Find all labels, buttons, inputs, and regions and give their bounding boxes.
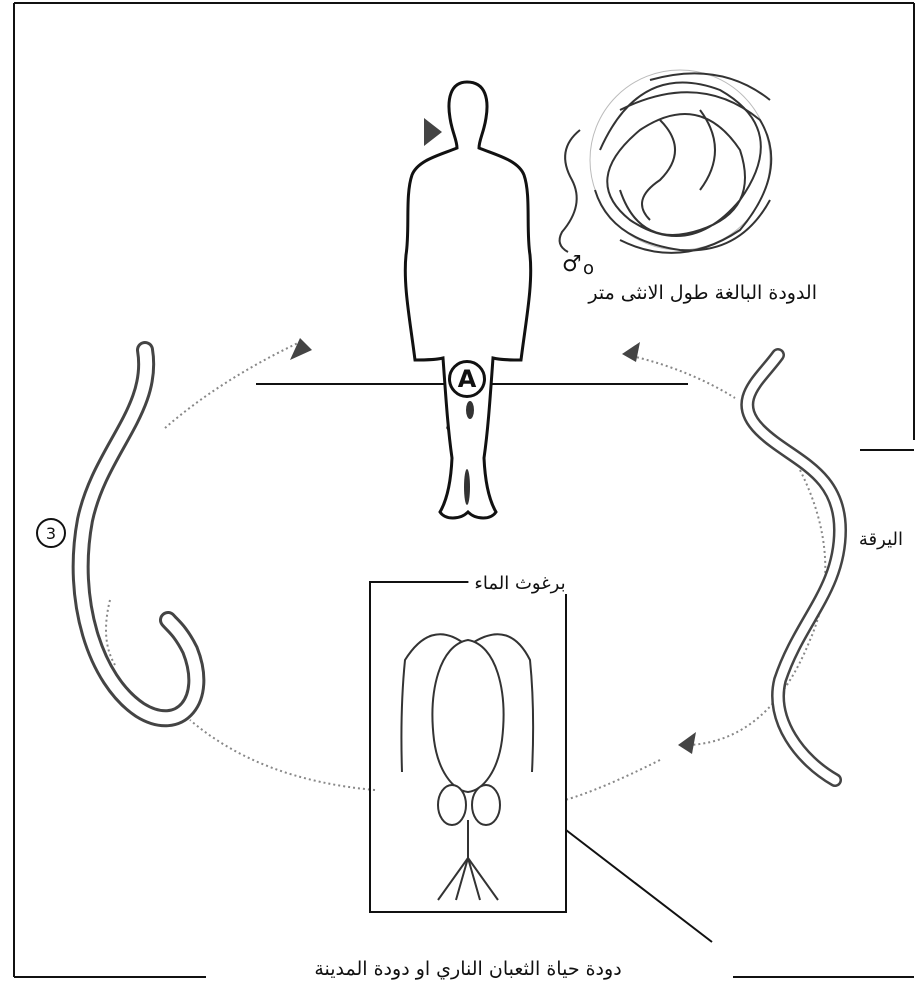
stage3-worm-inner [81,350,197,718]
label-adult-worm: الدودة البالغة طول الانثى متر [588,282,817,304]
cyclops-pointer [566,830,712,942]
label-cyclops: برغوث الماء [468,573,571,594]
diagram-caption: دودة حياة الثعبان الناري او دودة المدينة [314,958,621,980]
male-symbol: ♂ [562,252,582,277]
adult-worm-tangle [560,70,772,253]
female-symbol: o [583,258,594,279]
marker-3: 3 [36,518,66,548]
human-figure [405,82,530,518]
cyclops [401,634,533,900]
label-larva: اليرقة [859,529,903,550]
marker-a: A [448,360,486,398]
